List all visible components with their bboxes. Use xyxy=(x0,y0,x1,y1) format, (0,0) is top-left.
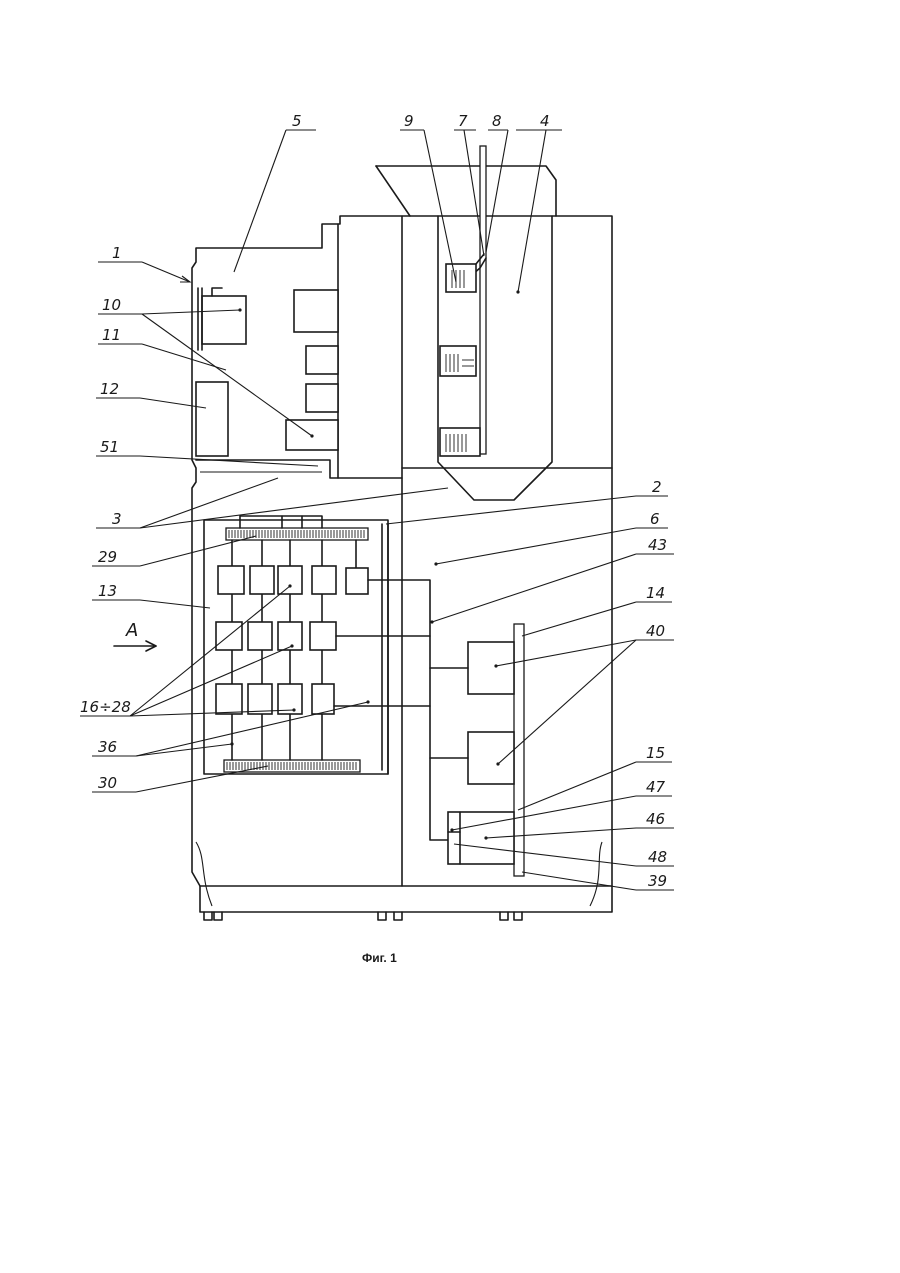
block-9-top xyxy=(446,264,476,292)
box-5-c xyxy=(306,384,338,412)
ref-46: 46 xyxy=(646,810,665,828)
ref-43: 43 xyxy=(648,536,667,554)
ref-39: 39 xyxy=(648,872,667,890)
ref-13: 13 xyxy=(98,582,117,600)
ref-1: 1 xyxy=(112,244,122,262)
unit-15 xyxy=(448,812,514,864)
unit-40-bottom xyxy=(468,732,514,784)
ref-5: 5 xyxy=(292,112,302,130)
ref-10: 10 xyxy=(102,296,121,314)
box-5-b xyxy=(306,346,338,374)
box-10-upper xyxy=(202,296,246,344)
view-marker-a: A xyxy=(125,620,138,641)
box-12 xyxy=(196,382,228,456)
ref-16-28: 16÷28 xyxy=(80,698,131,716)
leader-lines xyxy=(80,130,674,890)
ref-2: 2 xyxy=(652,478,662,496)
ref-47: 47 xyxy=(646,778,666,796)
ref-12: 12 xyxy=(100,380,119,398)
compartment-13 xyxy=(204,516,448,840)
ref-6: 6 xyxy=(650,510,660,528)
ref-51: 51 xyxy=(100,438,119,456)
ref-8: 8 xyxy=(492,112,502,130)
figure-caption: Фиг. 1 xyxy=(362,951,397,965)
ref-30: 30 xyxy=(98,774,117,792)
compartment-6 xyxy=(430,624,524,876)
ref-4: 4 xyxy=(540,112,550,130)
ref-11: 11 xyxy=(102,326,121,344)
compartment-5 xyxy=(196,288,338,456)
unit-40-top xyxy=(468,642,514,694)
ref-9: 9 xyxy=(404,112,414,130)
tube-8 xyxy=(480,146,486,454)
ref-29: 29 xyxy=(98,548,117,566)
ref-14: 14 xyxy=(646,584,665,602)
box-5-a xyxy=(294,290,338,332)
hopper-tank-4 xyxy=(376,146,556,500)
ref-7: 7 xyxy=(458,112,468,130)
ref-3: 3 xyxy=(112,510,122,528)
ref-40: 40 xyxy=(646,622,665,640)
ref-15: 15 xyxy=(646,744,665,762)
ref-36: 36 xyxy=(98,738,117,756)
ref-48: 48 xyxy=(648,848,667,866)
